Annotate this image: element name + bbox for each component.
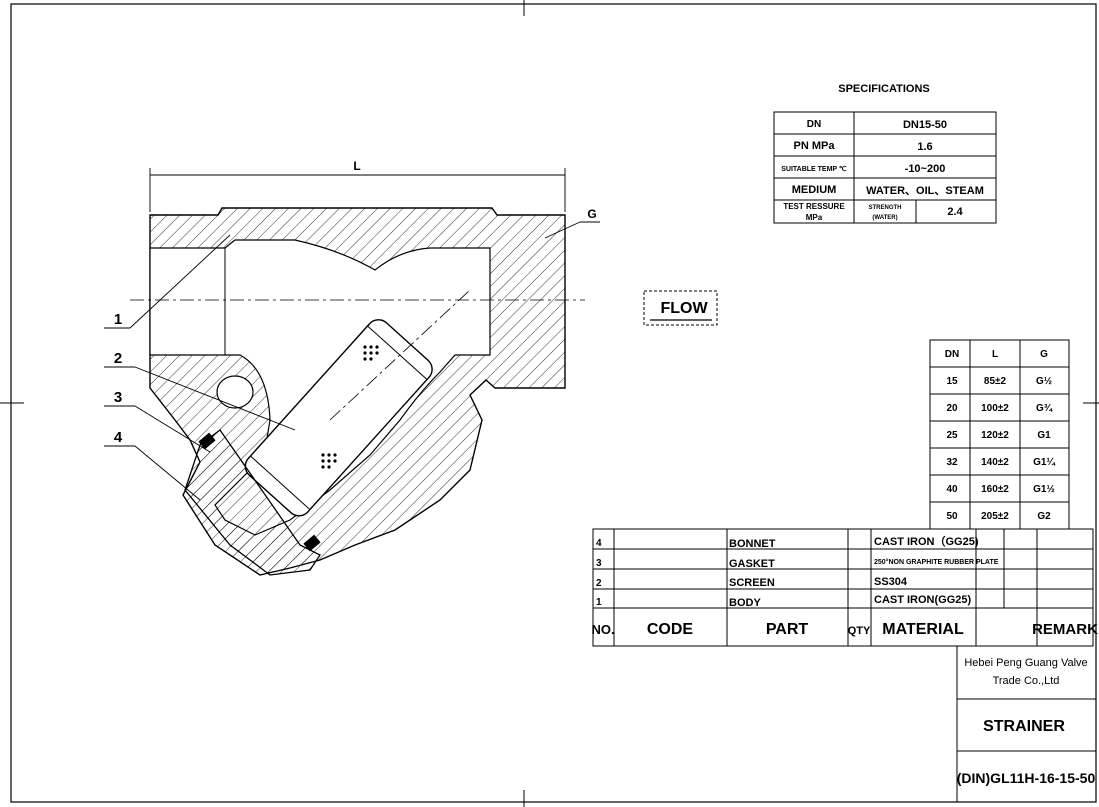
part-material: SS304 (874, 576, 908, 588)
part-material: 250°NON GRAPHITE RUBBER PLATE (874, 558, 999, 566)
header-part: PART (766, 621, 809, 638)
callout-2: 2 (104, 350, 296, 431)
company-name-line2: Trade Co.,Ltd (993, 675, 1060, 687)
dim-cell: 120±2 (981, 430, 1009, 441)
spec-pn-label: PN MPa (794, 140, 836, 152)
strainer-section-view: L G 1 2 3 4 (104, 159, 600, 576)
dim-cell: G1½ (1033, 484, 1055, 495)
spec-temp-value: -10~200 (905, 163, 946, 175)
title-block: Hebei Peng Guang Valve Trade Co.,Ltd STR… (956, 646, 1096, 802)
dim-cell: 205±2 (981, 511, 1009, 522)
spec-temp-label: SUITABLE TEMP ℃ (781, 165, 847, 173)
dim-cell: G2 (1037, 511, 1051, 522)
dim-cell: 15 (946, 376, 958, 387)
part-no: 2 (596, 578, 602, 589)
part-no: 1 (596, 597, 602, 608)
part-no: 4 (596, 538, 602, 549)
spec-test-label-2: MPa (806, 213, 823, 222)
screen-perforation (321, 345, 379, 469)
dim-cell: 20 (946, 403, 958, 414)
dim-cell: 25 (946, 430, 958, 441)
svg-text:4: 4 (114, 429, 123, 446)
part-no: 3 (596, 558, 602, 569)
header-remark: REMARK (1032, 621, 1098, 638)
header-no: NO. (591, 622, 614, 637)
dim-cell: 140±2 (981, 457, 1009, 468)
dim-cell: 50 (946, 511, 958, 522)
callout-4: 4 (104, 429, 201, 501)
part-name: GASKET (729, 558, 775, 570)
spec-medium-value: WATER、OIL、STEAM (866, 185, 984, 197)
dimensions-table: DN L G 15 85±2 G½ 20 100±2 G¾ 25 120±2 G… (929, 339, 1070, 530)
callout-3: 3 (104, 389, 211, 453)
spec-dn-label: DN (807, 119, 821, 130)
specifications-table: SPECIFICATIONS DN DN15-50 PN MPa 1.6 SUI… (773, 83, 997, 224)
spec-test-sub-1: STRENGTH (869, 205, 902, 211)
spec-test-value: 2.4 (947, 206, 963, 218)
callout-1: 1 (104, 234, 231, 329)
dim-cell: 40 (946, 484, 958, 495)
dim-thread-label: G (587, 207, 596, 221)
spec-pn-value: 1.6 (917, 141, 932, 153)
svg-text:2: 2 (114, 350, 122, 367)
dim-cell: 32 (946, 457, 958, 468)
gasket-section (198, 432, 216, 450)
dim-cell: G1 (1037, 430, 1051, 441)
dim-cell: 160±2 (981, 484, 1009, 495)
spec-medium-label: MEDIUM (792, 184, 837, 196)
dim-header-g: G (1040, 349, 1048, 360)
parts-list-table: 4 BONNET CAST IRON（GG25) 3 GASKET 250°NO… (591, 528, 1098, 647)
part-name: BONNET (729, 538, 776, 550)
header-qty: QTY (848, 625, 871, 637)
dim-cell: G1¼ (1033, 457, 1055, 468)
dim-header-dn: DN (945, 349, 959, 360)
company-name-line1: Hebei Peng Guang Valve (964, 657, 1087, 669)
specifications-title: SPECIFICATIONS (838, 83, 929, 95)
dim-length-label: L (353, 159, 360, 173)
header-material: MATERIAL (882, 621, 964, 638)
svg-text:3: 3 (114, 389, 122, 406)
part-material: CAST IRON（GG25) (874, 535, 979, 548)
dim-header-l: L (992, 349, 998, 360)
flow-label: FLOW (660, 300, 708, 317)
part-name: BODY (729, 597, 761, 609)
part-material: CAST IRON(GG25) (874, 594, 972, 606)
dim-cell: G¾ (1036, 403, 1053, 414)
header-code: CODE (647, 621, 694, 638)
bonnet-section (184, 429, 321, 576)
dim-cell: 85±2 (984, 376, 1007, 387)
dim-cell: G½ (1036, 376, 1052, 387)
dim-cell: 100±2 (981, 403, 1009, 414)
spec-dn-value: DN15-50 (903, 119, 947, 131)
product-name: STRAINER (983, 718, 1065, 735)
svg-text:1: 1 (114, 311, 122, 328)
model-number: (DIN)GL11H-16-15-50 (957, 770, 1096, 786)
flow-label-box: FLOW (643, 290, 718, 326)
spec-test-label-1: TEST RESSURE (783, 202, 845, 211)
spec-test-sub-2: (WATER) (872, 215, 897, 221)
part-name: SCREEN (729, 577, 775, 589)
